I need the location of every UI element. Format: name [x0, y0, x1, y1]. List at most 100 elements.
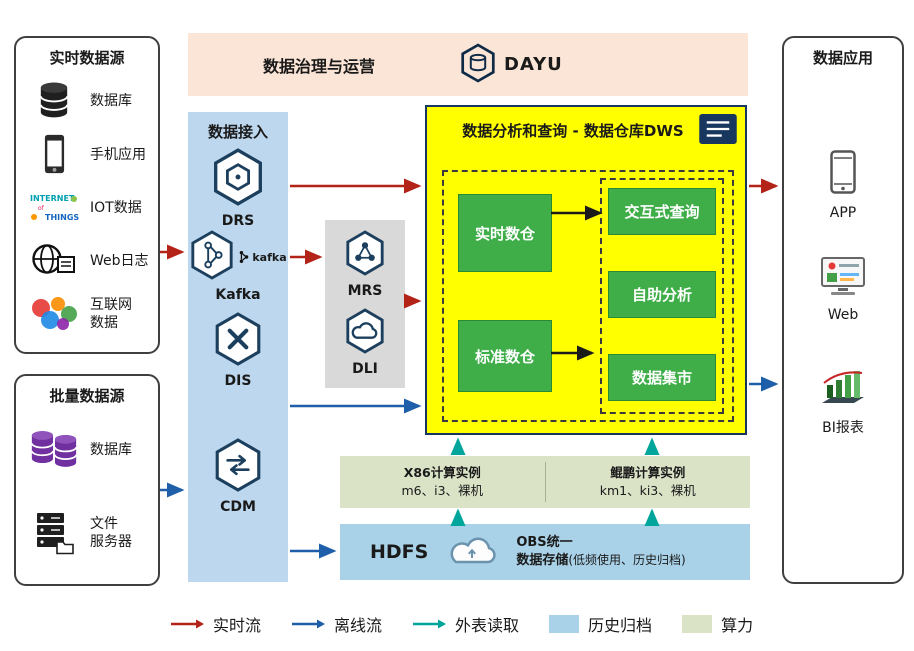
- applications-title: 数据应用: [812, 49, 873, 67]
- processing-panel: MRS DLI: [325, 220, 405, 388]
- batch-sources-panel: 批量数据源 数据库: [14, 374, 160, 586]
- obs-cloud-icon: [444, 532, 500, 572]
- legend-compute: 算力: [682, 612, 753, 636]
- kafka-logo-icon: [240, 251, 249, 263]
- obs-storage-text: OBS统一 数据存储 (低频使用、历史归档): [516, 534, 685, 569]
- app-item-bi-report: BI报表: [784, 368, 902, 437]
- dis-hexagon-icon: [213, 312, 263, 370]
- dws-inner-group: [442, 170, 734, 422]
- database-icon: [26, 79, 82, 121]
- source-item-label: Web日志: [90, 253, 149, 269]
- hdfs-label: HDFS: [370, 541, 429, 563]
- dayu-hexagon-icon: [460, 42, 496, 87]
- batch-sources-title: 批量数据源: [49, 387, 125, 405]
- ingestion-title: 数据接入: [207, 123, 268, 141]
- service-label: MRS: [347, 283, 383, 299]
- service-dis: DIS: [188, 312, 288, 389]
- drs-hexagon-icon: [211, 148, 265, 210]
- app-item-app: APP: [784, 150, 902, 221]
- dws-services-group: [600, 178, 724, 414]
- source-item-label: 数据库: [90, 93, 132, 109]
- kunpeng-specs: km1、ki3、裸机: [599, 483, 696, 498]
- legend-label: 历史归档: [588, 616, 653, 635]
- realtime-sources-panel: 实时数据源 数据库 手机应用: [14, 36, 160, 354]
- ingestion-column: 数据接入 DRS: [188, 112, 288, 582]
- source-item-internet-data: 互联网 数据: [16, 288, 158, 340]
- app-item-label: Web: [827, 307, 859, 323]
- source-item-batch-database: 数据库: [16, 418, 158, 480]
- obs-note: (低频使用、历史归档): [568, 553, 686, 567]
- external-read-arrow-icon: [413, 619, 447, 629]
- kafka-wordmark: kafka: [238, 250, 287, 264]
- svg-text:THINGS: THINGS: [45, 213, 79, 222]
- cdm-hexagon-icon: [213, 438, 263, 496]
- archive-swatch: [549, 615, 580, 633]
- kunpeng-compute-instance: 鲲鹏计算实例 km1、ki3、裸机: [546, 456, 751, 508]
- svg-text:INTERNET: INTERNET: [30, 194, 75, 203]
- standard-warehouse-box: 标准数仓: [458, 320, 552, 392]
- obs-line1: OBS统一: [516, 535, 573, 551]
- service-label: DLI: [352, 361, 378, 377]
- hdfs-obs-panel: HDFS OBS统一 数据存储 (低频使用、历史归档): [340, 524, 750, 580]
- legend-label: 离线流: [334, 616, 383, 635]
- applications-panel: 数据应用 APP: [782, 36, 904, 584]
- compute-instances-panel: X86计算实例 m6、i3、裸机 鲲鹏计算实例 km1、ki3、裸机: [340, 456, 750, 508]
- internet-data-icon: [26, 296, 82, 332]
- source-item-label: 手机应用: [90, 147, 146, 163]
- source-item-file-server: 文件 服务器: [16, 502, 158, 564]
- service-label: CDM: [220, 499, 256, 515]
- legend-label: 外表读取: [455, 616, 520, 635]
- app-item-label: APP: [829, 205, 857, 221]
- legend-external-read: 外表读取: [412, 612, 519, 636]
- x86-compute-instance: X86计算实例 m6、i3、裸机: [340, 456, 545, 508]
- data-mart-box: 数据集市: [608, 354, 716, 401]
- obs-line2: 数据存储: [516, 553, 569, 568]
- source-item-database: 数据库: [16, 74, 158, 126]
- dayu-logo: DAYU: [460, 33, 563, 96]
- mrs-hexagon-icon: [344, 230, 386, 280]
- self-service-analysis-box: 自助分析: [608, 271, 716, 318]
- legend-offline-flow: 离线流: [291, 612, 382, 636]
- bi-report-icon: [818, 368, 868, 410]
- x86-specs: m6、i3、裸机: [401, 483, 484, 498]
- service-label: DIS: [224, 373, 252, 389]
- governance-bar: 数据治理与运营 DAYU: [188, 33, 748, 96]
- file-server-icon: [26, 511, 82, 555]
- source-item-iot: INTERNET of THINGS IOT数据: [16, 181, 158, 233]
- dli-hexagon-icon: [344, 308, 386, 358]
- kafka-hexagon-icon: [189, 230, 235, 284]
- legend-archive: 历史归档: [549, 612, 652, 636]
- source-item-label: 互联网 数据: [90, 296, 132, 331]
- database-purple-icon: [26, 425, 82, 473]
- legend-label: 实时流: [213, 616, 262, 635]
- service-drs: DRS: [188, 148, 288, 229]
- legend-realtime-flow: 实时流: [170, 612, 261, 636]
- legend-label: 算力: [721, 616, 754, 635]
- compute-swatch: [682, 615, 713, 633]
- compute-divider: [544, 462, 546, 502]
- svg-text:of: of: [38, 205, 45, 212]
- app-item-label: BI报表: [822, 420, 864, 436]
- iot-icon: INTERNET of THINGS: [26, 191, 82, 223]
- web-monitor-icon: [819, 256, 867, 300]
- legend: 实时流 离线流 外表读取 历史归档 算力: [170, 612, 753, 636]
- source-item-web-log: Web日志: [16, 234, 158, 286]
- source-item-label: IOT数据: [90, 200, 142, 216]
- realtime-flow-arrow-icon: [171, 619, 204, 629]
- realtime-sources-title: 实时数据源: [49, 49, 125, 67]
- interactive-query-box: 交互式查询: [608, 188, 716, 235]
- realtime-warehouse-box: 实时数仓: [458, 194, 552, 272]
- service-label: Kafka: [215, 287, 261, 303]
- source-item-label: 数据库: [90, 442, 132, 458]
- governance-title: 数据治理与运营: [263, 56, 376, 76]
- service-label: DRS: [221, 213, 255, 229]
- app-item-web: Web: [784, 256, 902, 323]
- source-item-label: 文件 服务器: [90, 515, 132, 550]
- dayu-wordmark: DAYU: [504, 54, 563, 75]
- offline-flow-arrow-icon: [292, 619, 326, 629]
- dws-title: 数据分析和查询 - 数据仓库DWS: [462, 122, 684, 140]
- web-log-icon: [26, 242, 82, 278]
- source-item-mobile-app: 手机应用: [16, 128, 158, 180]
- service-dli: DLI: [325, 308, 405, 377]
